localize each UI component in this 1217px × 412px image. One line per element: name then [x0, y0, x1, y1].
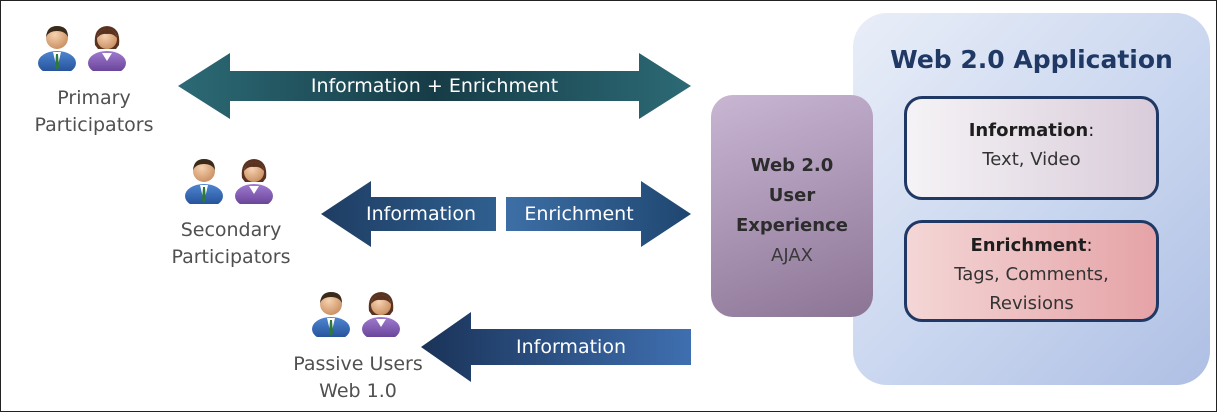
group-label-line1: Secondary — [180, 219, 282, 241]
user-experience-text: Web 2.0 User Experience AJAX — [711, 151, 873, 271]
user-male-icon — [185, 159, 223, 204]
information-enrichment-label: Information + Enrichment — [310, 75, 559, 97]
ux-line-web20: Web 2.0 — [750, 155, 834, 176]
enrichment-card-heading: Enrichment: — [907, 231, 1156, 260]
information-card-title: Information — [968, 120, 1089, 141]
user-male-icon — [38, 26, 76, 71]
enrichment-card-colon: : — [1086, 235, 1093, 256]
secondary-participators-label: Secondary Participators — [146, 217, 316, 271]
primary-participators-icons — [37, 23, 147, 71]
enrichment-card-title: Enrichment — [970, 235, 1087, 256]
group-label-line2: Participators — [171, 246, 291, 268]
secondary-participators-icons — [184, 156, 294, 204]
enrichment-card-body-line2: Revisions — [989, 293, 1074, 314]
information-card: Information: Text, Video — [904, 96, 1159, 200]
secondary-enrichment-arrow — [506, 181, 691, 247]
passive-users-label: Passive Users Web 1.0 — [273, 351, 443, 405]
user-female-icon — [88, 26, 126, 71]
secondary-information-label: Information — [366, 203, 476, 225]
passive-information-label: Information — [516, 336, 626, 358]
information-enrichment-arrow — [178, 53, 691, 119]
group-label-line1: Primary — [57, 87, 131, 109]
primary-participators-label: Primary Participators — [9, 85, 179, 139]
ux-line-ajax: AJAX — [771, 245, 813, 266]
group-label-line2: Participators — [34, 114, 154, 136]
ux-line-experience: Experience — [736, 215, 848, 236]
information-card-colon: : — [1088, 120, 1095, 141]
passive-users-icons — [311, 289, 421, 337]
user-male-icon — [312, 292, 350, 337]
passive-information-arrow — [421, 312, 691, 382]
group-label-line2: Web 1.0 — [319, 380, 397, 402]
ux-line-user: User — [768, 185, 816, 206]
secondary-enrichment-label: Enrichment — [524, 203, 634, 225]
information-card-body: Text, Video — [982, 149, 1081, 170]
user-experience-box — [711, 95, 873, 317]
enrichment-card-body-line1: Tags, Comments, — [954, 264, 1109, 285]
enrichment-card: Enrichment: Tags, Comments, Revisions — [904, 220, 1159, 322]
user-female-icon — [235, 159, 273, 204]
group-label-line1: Passive Users — [293, 353, 423, 375]
secondary-information-arrow — [321, 181, 496, 247]
information-card-heading: Information: — [907, 116, 1156, 145]
web2-application-title: Web 2.0 Application — [890, 45, 1173, 74]
user-female-icon — [362, 292, 400, 337]
